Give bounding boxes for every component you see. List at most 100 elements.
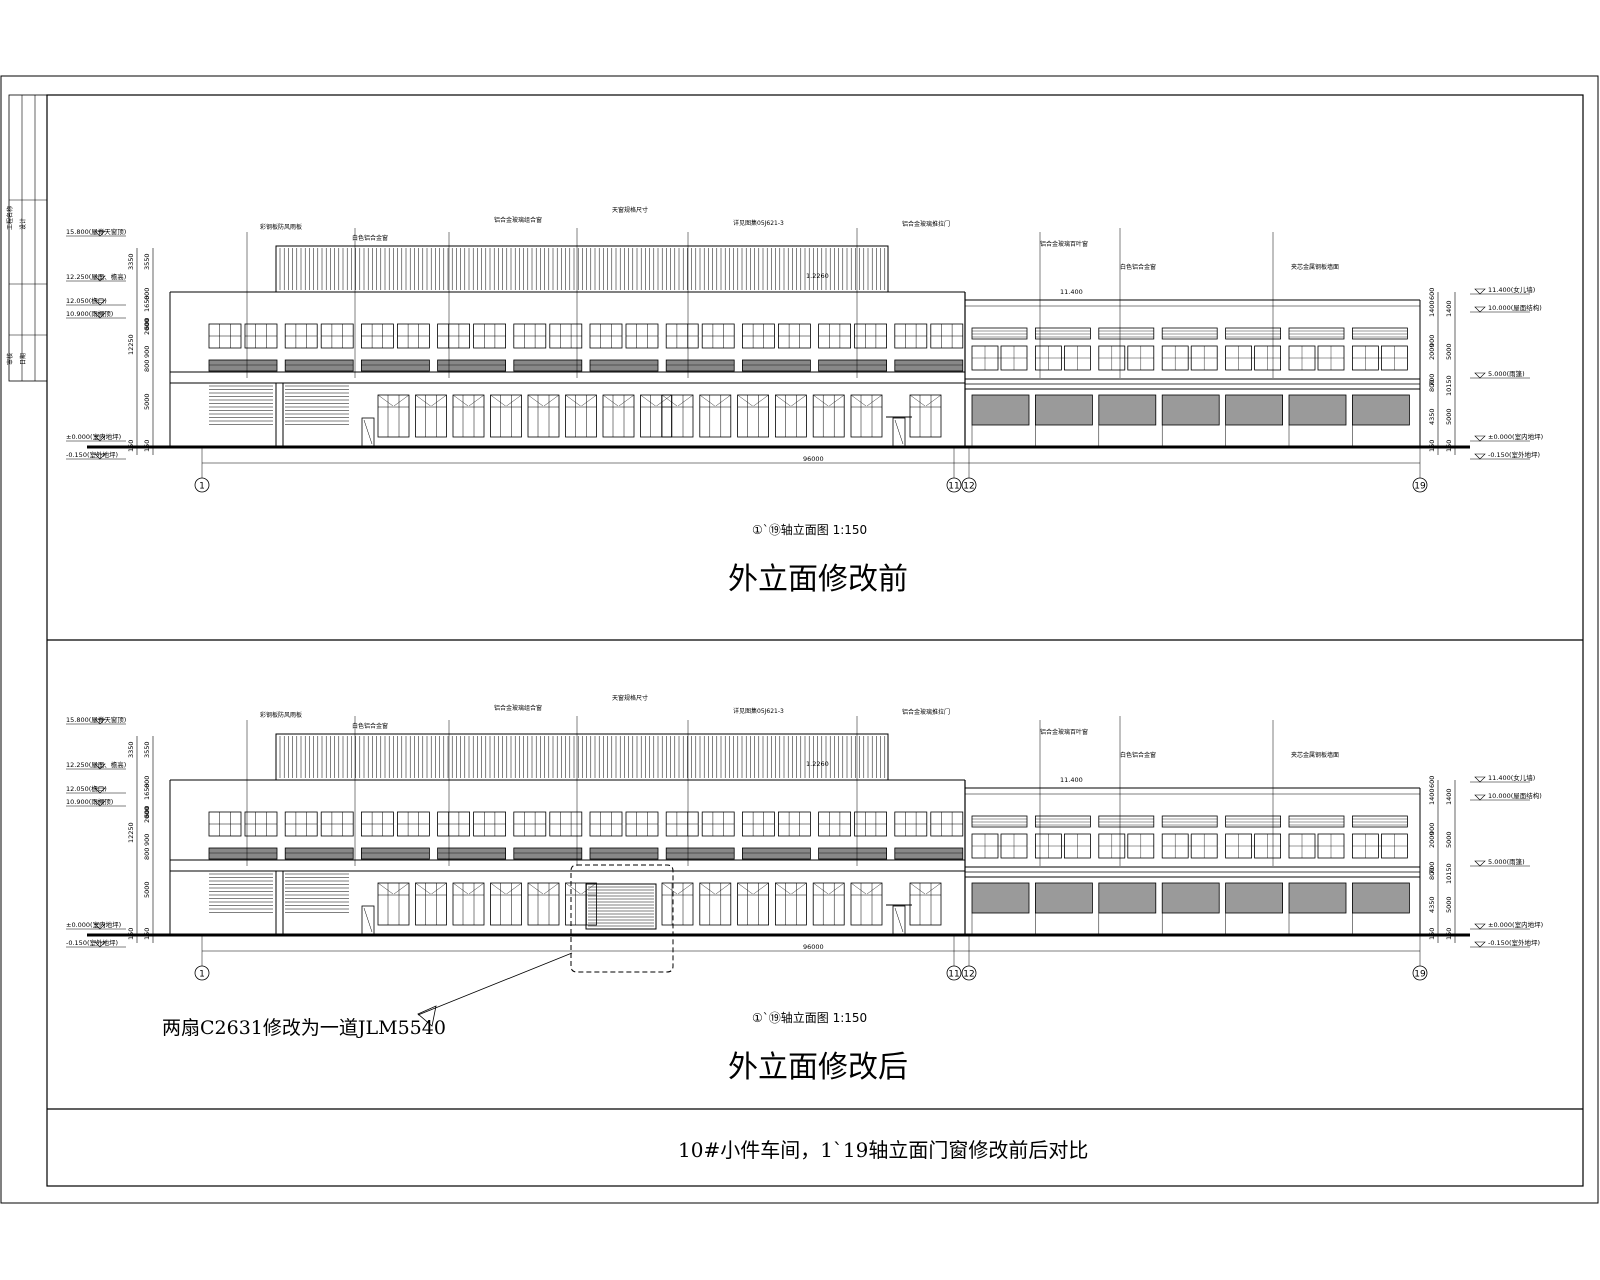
span-dimension: 96000 [803,943,824,951]
louver-band [284,359,354,372]
window-vent [866,394,883,407]
lower-window [812,882,845,926]
callout-label: 白色铝合金窗 [1120,751,1156,759]
level-triangle [1474,372,1486,379]
gray-panel [1161,882,1220,914]
window-vent [431,394,447,407]
level-mark-left: 12.250(屋面、檐高) [66,272,126,281]
panel-caption-after: 外立面修改后 [728,1050,908,1085]
title-block-mark: 日期 [19,353,27,365]
level-triangle [1474,288,1486,295]
window-vent [737,882,753,895]
level-mark-right: 11.400(女儿墙) [1488,285,1535,294]
dimension-value: 900 [1428,823,1436,835]
window-vent [715,882,731,895]
louver-band [208,847,278,860]
axis-bubble [194,477,210,493]
gray-panel [1225,882,1283,914]
outer-border [0,75,1599,1204]
lower-window [490,394,522,438]
axis-bubble [946,477,962,493]
dimension-value: 600 [143,318,151,330]
louver-band [894,847,964,860]
window-vent [909,394,926,407]
callout-label: 铝合金玻璃组合窗 [494,704,542,712]
window-vent [925,394,942,407]
louver-band [665,847,735,860]
gray-panel [1035,394,1093,426]
level-triangle [94,941,106,948]
revision-cloud [570,864,674,973]
louver-band [284,847,354,860]
level-mark-left: 12.250(屋面、檐高) [66,760,126,769]
gray-panel [1098,394,1157,426]
dimension-value: 800 [143,360,151,372]
window-vent [737,394,753,407]
window-vent [581,882,597,895]
axis-number: 19 [1414,970,1426,980]
lower-window [377,882,410,926]
louver-band [437,359,507,372]
callout-label: 白色铝合金窗 [352,234,388,242]
louver-panel [1035,327,1091,340]
axis-bubble [946,965,962,981]
louver-band [437,847,507,860]
window-vent [775,882,791,895]
dimension-value: 900 [1428,335,1436,347]
dimension-value: 900 [143,834,151,846]
level-mark-left: 15.800(屋脊天窗顶) [66,715,126,724]
dimension-value: 150 [143,928,151,940]
lower-window [909,394,942,438]
window-vent [715,394,731,407]
window-vent [506,882,522,895]
louver-panel [971,815,1028,828]
dimension-value: 150 [1428,440,1436,452]
window-vent [656,394,672,407]
level-triangle [94,787,106,794]
level-triangle [1474,860,1486,867]
louver-panel [1352,815,1408,828]
lower-window [737,394,769,438]
callout-label: 铝合金玻璃百叶窗 [1040,240,1088,248]
sheet-title: 10#小件车间，1`19轴立面门窗修改前后对比 [678,1138,1088,1162]
callout-label: 铝合金玻璃百叶窗 [1040,728,1088,736]
callout-label: 彩钢板防风雨板 [260,711,302,719]
window-vent [909,882,926,895]
dimension-value: 150 [127,928,135,940]
dimension-value: 1400 [1428,788,1436,805]
dimension-value: 150 [143,440,151,452]
lower-window [565,882,597,926]
window-vent [791,394,807,407]
callout-label: 白色铝合金窗 [1120,263,1156,271]
lower-window [415,882,447,926]
level-mark-left: -0.150(室外地坪) [66,938,118,947]
window-vent [452,394,469,407]
dimension-value: 5000 [143,393,151,410]
axis-number: 11 [948,970,959,980]
window-vent [829,882,845,895]
roof-ridge-dim: 1.2260 [806,760,829,768]
axis-number: 12 [963,970,974,980]
louver-panel [1225,815,1281,828]
window-vent [543,394,560,407]
window-vent [565,882,581,895]
lower-window [661,882,694,926]
louver-panel [1098,815,1155,828]
window-vent [661,394,678,407]
dimension-value: 150 [1445,440,1453,452]
level-triangle [1474,794,1486,801]
title-block-mark: 审核 [6,353,14,365]
louver-band [742,359,811,372]
lower-window [850,882,883,926]
axis-bubble [1412,477,1428,493]
canopy-band [169,371,966,384]
drawing-label-before: ①`⑲轴立面图 1:150 [752,522,867,537]
lower-window [527,882,560,926]
drawing-label-text: ①`⑲轴立面图 1:150 [752,522,867,537]
dimension-value: 2000 [143,318,151,335]
side-door [892,905,906,936]
louver-band [665,359,735,372]
louver-band [589,359,659,372]
louver-panel [1288,327,1345,340]
